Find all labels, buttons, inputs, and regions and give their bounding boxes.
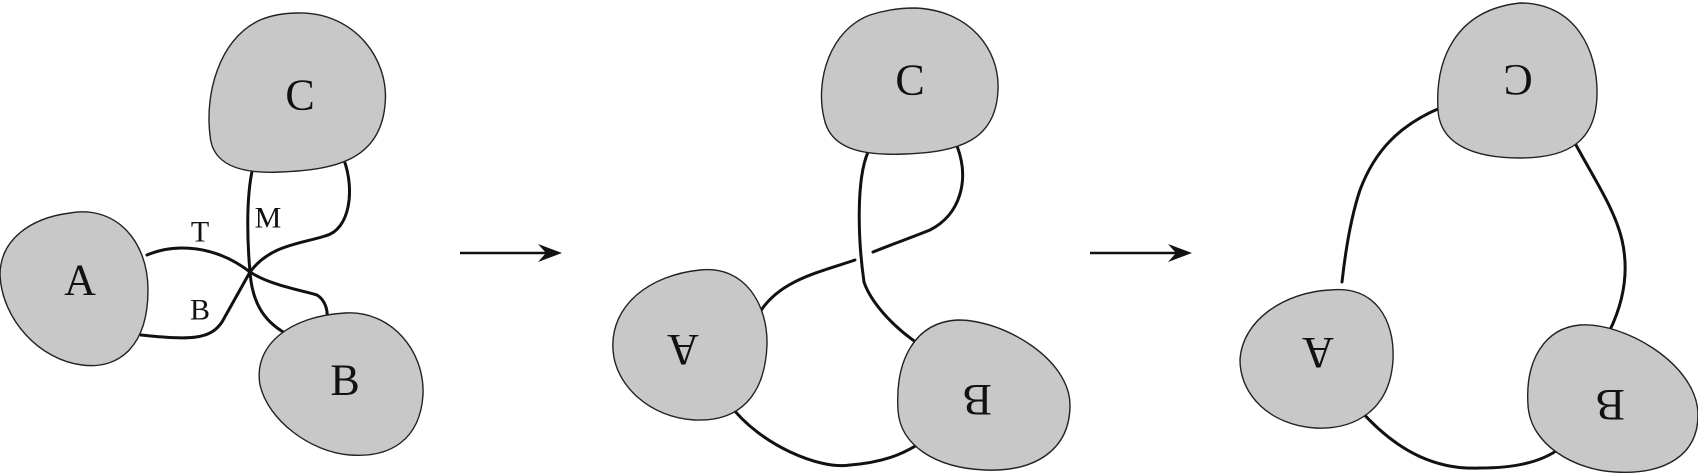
blob-a-label: A bbox=[667, 326, 699, 375]
blob-a-label: A bbox=[1302, 329, 1334, 378]
strand-b-left bbox=[248, 270, 287, 335]
blob-a bbox=[1239, 288, 1394, 429]
strand-c-a bbox=[1340, 106, 1442, 284]
blob-a bbox=[0, 211, 149, 367]
blob-b bbox=[897, 319, 1071, 471]
blob-c bbox=[208, 12, 387, 173]
strand-c-right bbox=[248, 158, 351, 274]
strand-b-right bbox=[248, 270, 329, 320]
blob-c bbox=[1437, 2, 1598, 159]
blob-b-label: B bbox=[1595, 381, 1624, 430]
blob-b bbox=[258, 312, 424, 456]
blob-c bbox=[820, 7, 999, 155]
blob-b-label: B bbox=[330, 356, 359, 405]
strand-t-label: T bbox=[191, 216, 209, 249]
blob-b bbox=[1527, 324, 1698, 473]
strand-c-left bbox=[857, 150, 922, 347]
strand-a-top bbox=[758, 258, 857, 314]
panel-1: C A B T M B bbox=[0, 12, 424, 456]
strand-t bbox=[145, 246, 252, 274]
panel-2: C A B bbox=[612, 7, 1071, 471]
strand-a-b bbox=[1358, 408, 1562, 470]
blob-a bbox=[612, 268, 768, 421]
strand-m-label: M bbox=[255, 202, 282, 235]
strand-b bbox=[139, 270, 252, 340]
strand-m bbox=[246, 165, 255, 274]
arrow-right-icon bbox=[1090, 244, 1192, 262]
blob-a-label: A bbox=[64, 256, 96, 305]
blob-c-label: C bbox=[895, 56, 924, 105]
strand-a-b bbox=[728, 403, 927, 468]
blob-c-label: C bbox=[285, 71, 314, 120]
arrow-right-icon bbox=[460, 244, 562, 262]
strand-c-b bbox=[1574, 143, 1627, 332]
blob-b-label: B bbox=[962, 376, 991, 425]
strand-b-label: B bbox=[190, 294, 210, 327]
blob-c-label: C bbox=[1503, 56, 1532, 105]
panel-3: C A B bbox=[1239, 2, 1698, 473]
strand-c-right bbox=[871, 144, 965, 254]
